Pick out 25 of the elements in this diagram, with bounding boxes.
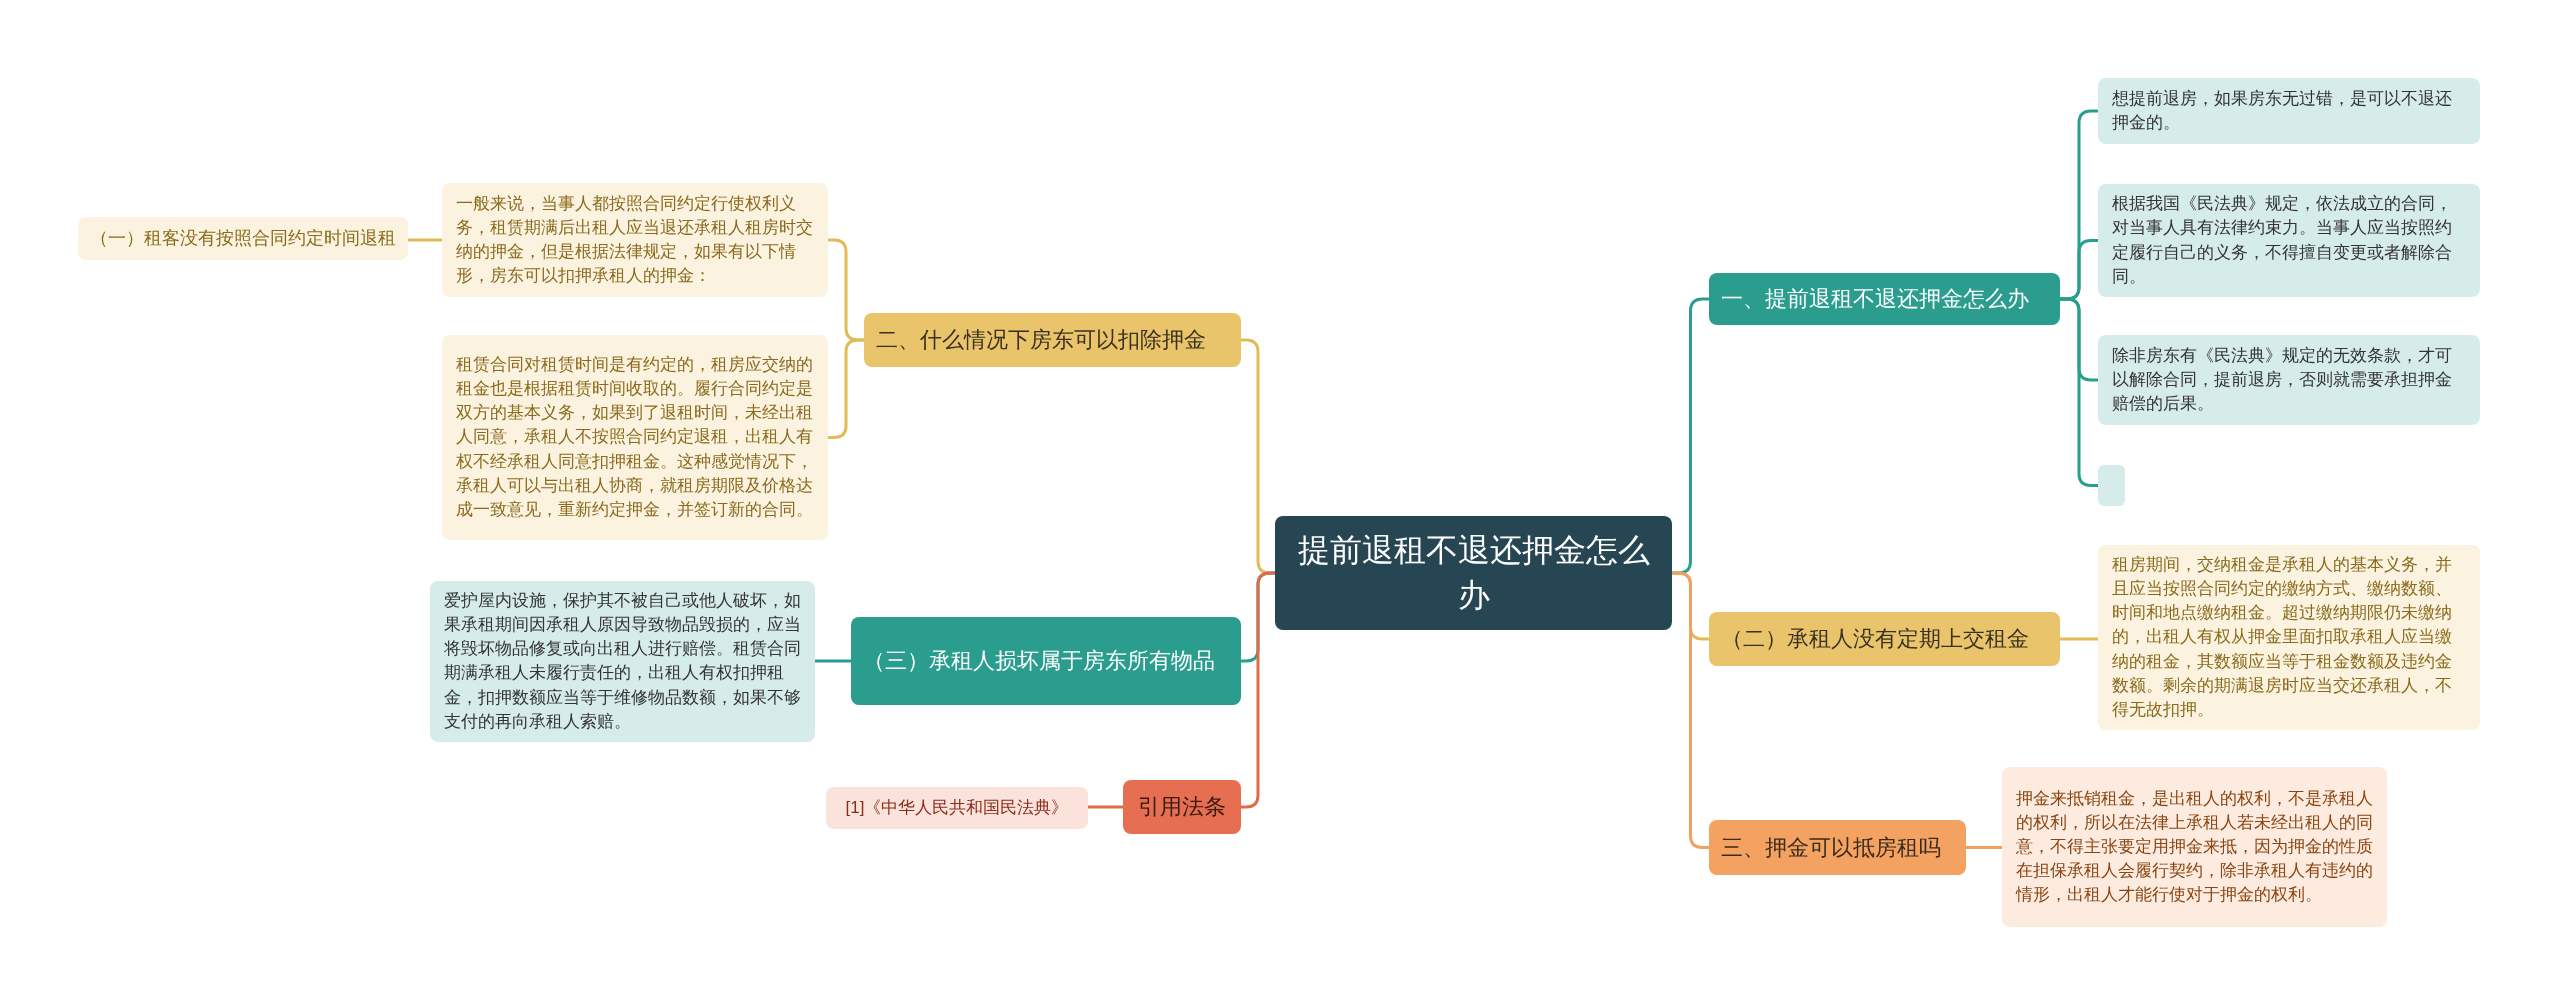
- central-topic-box: 提前退租不退还押金怎么办: [1275, 516, 1672, 630]
- connector-line: [815, 659, 851, 663]
- note-box: 租房期间，交纳租金是承租人的基本义务，并且应当按照合同约定的缴纳方式、缴纳数额、时间和地点缴纳租金。超过缴纳期限仍未缴纳的，出租人有权从押金里面扣取承租人应当缴纳的租金，其数额应当等于租金数额及违约金数额。剩余的期满退房时应当交还承租人，不得无故扣押。: [2098, 545, 2480, 730]
- reference-box: [1]《中华人民共和国民法典》: [826, 787, 1088, 829]
- connector-line: [1088, 805, 1123, 809]
- topic-box: 引用法条: [1123, 780, 1241, 834]
- connector-line: [1966, 846, 2002, 849]
- topic-box: （二）承租人没有定期上交租金: [1709, 612, 2060, 666]
- topic-box: 二、什么情况下房东可以扣除押金: [864, 313, 1241, 367]
- connector-line: [1672, 571, 1709, 849]
- note-box: 押金来抵销租金，是出租人的权利，不是承租人的权利，所以在法律上承租人若未经出租人的同意，不得主张要定用押金来抵，因为押金的性质在担保承租人会履行契约，除非承租人有违约的情形，出租人才能行使对于押金的权利。: [2002, 767, 2387, 927]
- connector-line: [828, 338, 864, 439]
- note-box: 除非房东有《民法典》规定的无效条款，才可以解除合同，提前退房，否则就需要承担押金赔偿的后果。: [2098, 335, 2480, 425]
- subtopic-box: （一）租客没有按照合同约定时间退租: [78, 217, 408, 260]
- connector-line: [2060, 637, 2098, 641]
- note-box: 一般来说，当事人都按照合同约定行使权利义务，租赁期满后出租人应当退还承租人租房时交纳的押金，但是根据法律规定，如果有以下情形，房东可以扣押承租人的押金：: [442, 183, 828, 297]
- topic-box: 三、押金可以抵房租吗: [1709, 820, 1966, 875]
- note-box: 爱护屋内设施，保护其不被自己或他人破坏，如果承租期间因承租人原因导致物品毁损的，应当将毁坏物品修复或向出租人进行赔偿。租赁合同期满承租人未履行责任的，出租人有权扣押租金，扣押数额应当等于维修物品数额，如果不够支付的再向承租人索赔。: [430, 581, 815, 742]
- note-box: 租赁合同对租赁时间是有约定的，租房应交纳的租金也是根据租赁时间收取的。履行合同约定是双方的基本义务，如果到了退租时间，未经出租人同意，承租人不按照合同约定退租，出租人有权不经承租人同意扣押租金。这种感觉情况下，承租人可以与出租人协商，就租房期限及价格达成一致意见，重新约定押金，并签订新的合同。: [442, 335, 828, 540]
- note-box: 根据我国《民法典》规定，依法成立的合同，对当事人具有法律约束力。当事人应当按照约定履行自己的义务，不得擅自变更或者解除合同。: [2098, 184, 2480, 297]
- note-box: 想提前退房，如果房东无过错，是可以不退还押金的。: [2098, 78, 2480, 144]
- connector-line: [408, 238, 442, 242]
- empty-note-box: [2098, 465, 2125, 506]
- topic-box: （三）承租人损坏属于房东所有物品: [851, 617, 1241, 705]
- topic-box: 一、提前退租不退还押金怎么办: [1709, 273, 2060, 325]
